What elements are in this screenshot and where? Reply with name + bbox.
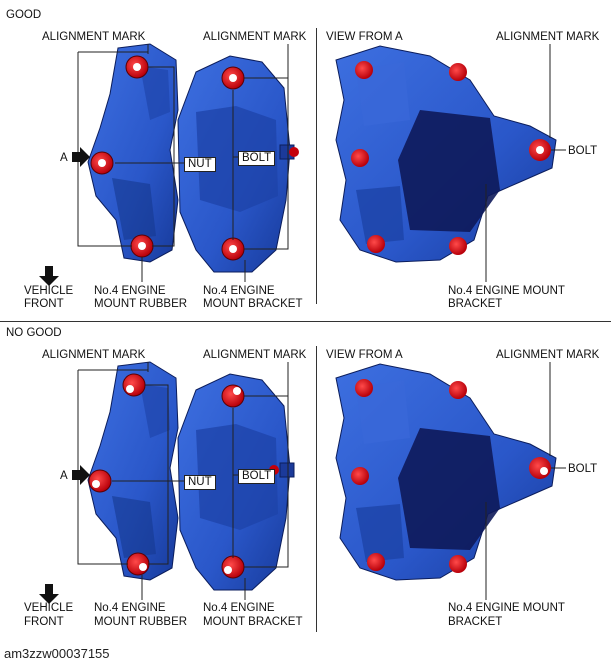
nogood-nut-label: NUT: [184, 475, 216, 490]
nogood-vehicle-front-arrow: [39, 584, 59, 604]
good-view-bracket-line1: No.4 ENGINE MOUNT: [448, 285, 565, 297]
nogood-leader-lines: [77, 362, 566, 600]
good-vehicle-front-line2: FRONT: [24, 298, 64, 310]
good-bolt-bottom-bracket: [221, 237, 245, 261]
nogood-view-divider: [316, 346, 317, 632]
nogood-bolt-label: BOLT: [238, 469, 276, 484]
good-direction-arrow: [72, 147, 90, 167]
good-bolt-mid-rubber: [90, 151, 114, 175]
nogood-bolt-top-bracket: [221, 384, 245, 408]
good-alignment-mark-right: ALIGNMENT MARK: [203, 31, 307, 43]
good-nut-label: NUT: [184, 157, 216, 172]
nogood-bolt-bottom-bracket: [221, 555, 245, 579]
figure-code: am3zzw00037155: [4, 646, 110, 661]
good-alignment-mark-left: ALIGNMENT MARK: [42, 31, 146, 43]
good-bolt-side: [289, 147, 299, 157]
nogood-mount-rubber-line2: MOUNT RUBBER: [94, 616, 188, 628]
good-bolt-top-rubber: [125, 55, 149, 79]
good-direction-label: A: [60, 152, 68, 164]
nogood-view-bolts: [351, 379, 551, 573]
good-mount-bracket-line2: MOUNT BRACKET: [203, 298, 303, 310]
good-vehicle-front-line1: VEHICLE: [24, 285, 74, 297]
good-view-title: VIEW FROM A: [326, 31, 403, 43]
good-mount-bracket-line1: No.4 ENGINE: [203, 285, 275, 297]
nogood-mount-bracket-line1: No.4 ENGINE: [203, 602, 275, 614]
nogood-view-bracket-line1: No.4 ENGINE MOUNT: [448, 602, 565, 614]
good-bolt-label: BOLT: [238, 151, 276, 166]
nogood-bolt-top-rubber: [122, 373, 146, 397]
nogood-alignment-mark-right: ALIGNMENT MARK: [203, 349, 307, 361]
good-view-bolts: [351, 61, 551, 255]
good-status-label: GOOD: [6, 9, 42, 21]
good-view-alignment-mark: ALIGNMENT MARK: [496, 31, 600, 43]
good-bolt-bottom-rubber: [130, 234, 154, 258]
nogood-view-part: [335, 363, 557, 581]
nogood-view-alignment-mark: ALIGNMENT MARK: [496, 349, 600, 361]
nogood-direction-label: A: [60, 470, 68, 482]
good-leader-lines: [77, 44, 566, 282]
nogood-bolt-mid-rubber: [88, 469, 112, 493]
nogood-status-label: NO GOOD: [6, 327, 62, 339]
nogood-alignment-mark-left: ALIGNMENT MARK: [42, 349, 146, 361]
nogood-view-bolt-label: BOLT: [568, 463, 598, 475]
good-bolt-top-bracket: [221, 66, 245, 90]
good-mount-rubber-line2: MOUNT RUBBER: [94, 298, 188, 310]
good-vehicle-front-arrow: [39, 266, 59, 286]
good-view-bolt-label: BOLT: [568, 145, 598, 157]
good-mount-rubber-line1: No.4 ENGINE: [94, 285, 166, 297]
nogood-mount-rubber-line1: No.4 ENGINE: [94, 602, 166, 614]
nogood-mount-bracket-line2: MOUNT BRACKET: [203, 616, 303, 628]
nogood-vehicle-front-line1: VEHICLE: [24, 602, 74, 614]
nogood-vehicle-front-line2: FRONT: [24, 616, 64, 628]
nogood-view-bracket-line2: BRACKET: [448, 616, 503, 628]
good-view-part: [335, 45, 557, 263]
good-view-divider: [316, 28, 317, 304]
nogood-bolt-bottom-rubber: [126, 552, 150, 576]
panel-divider: [0, 321, 611, 322]
nogood-view-title: VIEW FROM A: [326, 349, 403, 361]
good-view-bracket-line2: BRACKET: [448, 298, 503, 310]
nogood-direction-arrow: [72, 465, 90, 485]
